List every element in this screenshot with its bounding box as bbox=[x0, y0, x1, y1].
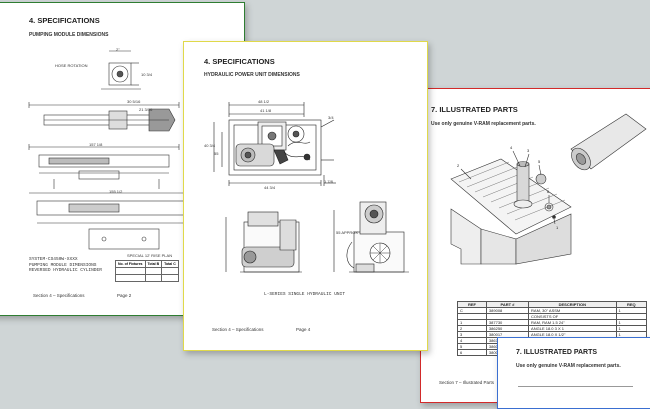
page-footer-section: Section 4 – Specifications bbox=[212, 327, 264, 332]
dimension-label: 2" bbox=[116, 47, 120, 52]
dimension-label: 41 1/8 bbox=[260, 108, 272, 113]
dimension-label: 157 1/8 bbox=[89, 142, 103, 147]
page-subtitle: Use only genuine V-RAM replacement parts… bbox=[431, 121, 536, 127]
svg-text:4: 4 bbox=[510, 145, 513, 150]
dimension-label: 21 3/16 bbox=[139, 107, 153, 112]
page-footer-number: Page 4 bbox=[296, 327, 311, 332]
dimension-label: 155 1/2 bbox=[109, 189, 123, 194]
svg-text:1: 1 bbox=[556, 225, 559, 230]
svg-text:5: 5 bbox=[538, 159, 541, 164]
dimension-label: 3/4 bbox=[328, 115, 334, 120]
spec-table-title: SPECIAL 12' RISE PLAN bbox=[127, 253, 173, 258]
document-page-specifications-hydraulic[interactable]: 4. SPECIFICATIONS HYDRAULIC POWER UNIT D… bbox=[183, 41, 428, 351]
page-subtitle: Use only genuine V-RAM replacement parts… bbox=[516, 363, 621, 369]
pumping-module-drawing bbox=[28, 50, 199, 250]
page-title: 4. SPECIFICATIONS bbox=[204, 57, 275, 66]
drawing-caption: L-SERIES SINGLE HYDRAULIC UNIT bbox=[264, 292, 346, 297]
spec-table: No. of Fixtures Total B Total C bbox=[115, 260, 179, 282]
hydraulic-unit-drawing bbox=[213, 102, 409, 273]
page-footer-section: Section 4 – Specifications bbox=[33, 293, 85, 298]
svg-text:2: 2 bbox=[457, 163, 460, 168]
hose-rotation-label: HOSE ROTATION bbox=[55, 63, 88, 68]
dimension-label: 10 3/4 bbox=[141, 72, 153, 77]
divider bbox=[518, 386, 633, 387]
page-footer-section: Section 7 – Illustrated Parts bbox=[439, 380, 495, 385]
document-page-illustrated-parts-2[interactable]: 7. ILLUSTRATED PARTS Use only genuine V-… bbox=[497, 337, 650, 409]
page-title: 7. ILLUSTRATED PARTS bbox=[431, 105, 518, 114]
page-footer-number: Page 2 bbox=[117, 293, 132, 298]
svg-text:6: 6 bbox=[547, 189, 550, 194]
dimension-label: 30 5/16 bbox=[127, 99, 141, 104]
dimension-label: 44 3/4 bbox=[264, 185, 276, 190]
dimension-label: 55 bbox=[214, 151, 219, 156]
dimension-label: 48 1/2 bbox=[258, 99, 270, 104]
dimension-label: 55 APPROX bbox=[336, 230, 359, 235]
page-subtitle: HYDRAULIC POWER UNIT DIMENSIONS bbox=[204, 72, 300, 78]
dimension-label: 1 7/8 bbox=[324, 179, 333, 184]
exploded-parts-drawing: 4 3 5 6 2 1 bbox=[450, 113, 647, 265]
page-subtitle: PUMPING MODULE DIMENSIONS bbox=[29, 32, 109, 38]
svg-text:3: 3 bbox=[527, 148, 530, 153]
page-title: 4. SPECIFICATIONS bbox=[29, 16, 100, 25]
dimension-label: 40 3/4 bbox=[204, 143, 216, 148]
page-title: 7. ILLUSTRATED PARTS bbox=[516, 349, 598, 356]
drawing-caption: SYSTEM-CS450W-XXXX PUMPING MODULE DIMENS… bbox=[29, 257, 102, 273]
